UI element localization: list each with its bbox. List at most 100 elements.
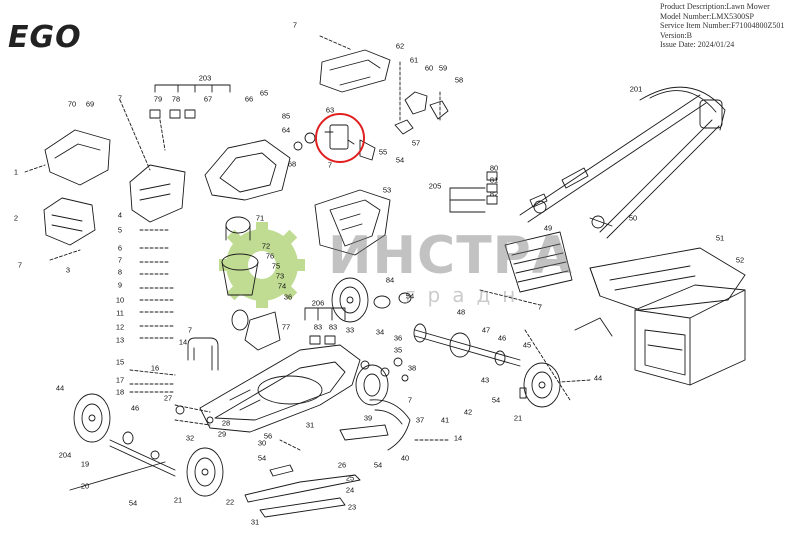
model-number: Model Number:LMX5300SP: [660, 11, 754, 21]
callout-7-4: 7: [292, 20, 298, 30]
handle-assembly: [519, 86, 726, 239]
callout-10: 10: [115, 295, 125, 305]
issue-date: Issue Date: 2024/01/24: [660, 40, 735, 49]
rear-axle: [373, 292, 521, 367]
callout-78: 78: [171, 94, 181, 104]
callout-201: 201: [629, 84, 643, 94]
callout-27: 27: [163, 393, 173, 403]
callout-44-1: 44: [55, 383, 65, 393]
callout-14-1: 14: [178, 337, 188, 347]
side-cover-left: [44, 129, 111, 186]
callout-72: 72: [261, 241, 271, 251]
callout-71: 71: [255, 213, 265, 223]
callout-203: 203: [198, 73, 212, 83]
callout-204: 204: [58, 450, 72, 460]
callout-31-2: 31: [250, 517, 260, 527]
callout-85: 85: [281, 111, 291, 121]
callout-54-6: 54: [257, 453, 267, 463]
callout-6: 6: [117, 243, 123, 253]
callout-17: 17: [115, 375, 125, 385]
callout-73: 73: [275, 271, 285, 281]
callout-36-2: 36: [393, 333, 403, 343]
callout-21-1: 21: [173, 495, 183, 505]
callout-26: 26: [337, 460, 347, 470]
callout-83-1: 83: [313, 322, 323, 332]
watermark-subtitle: градн: [405, 283, 528, 307]
side-cover-mid: [129, 164, 186, 223]
callout-11: 11: [116, 308, 124, 318]
callout-32: 32: [185, 433, 195, 443]
callout-74: 74: [277, 281, 287, 291]
callout-7-1: 7: [117, 93, 123, 103]
callout-76: 76: [265, 251, 275, 261]
callout-34: 34: [375, 327, 385, 337]
callout-51: 51: [715, 233, 725, 243]
callout-50: 50: [628, 213, 638, 223]
mulch-plug: [339, 399, 411, 451]
callout-57: 57: [411, 138, 421, 148]
callout-13: 13: [115, 335, 125, 345]
watermark-title: ИНСТРА: [328, 226, 574, 286]
callout-82: 82: [489, 189, 499, 199]
callout-7-2: 7: [17, 260, 23, 270]
wheel-rear-left: [331, 277, 369, 323]
callout-63: 63: [325, 105, 335, 115]
upper-housing: [314, 189, 391, 256]
callout-28: 28: [221, 418, 231, 428]
callout-24: 24: [345, 485, 355, 495]
height-adjust-handle: [187, 337, 219, 371]
callout-67: 67: [203, 94, 213, 104]
callout-44-2: 44: [593, 373, 603, 383]
callout-7-3: 7: [117, 255, 123, 265]
callout-54-4: 54: [373, 460, 383, 470]
callout-84: 84: [385, 275, 395, 285]
callout-19: 19: [80, 459, 90, 469]
wheel-front-left: [73, 393, 111, 443]
callout-18: 18: [115, 387, 125, 397]
callout-1: 1: [13, 167, 19, 177]
callout-70: 70: [67, 99, 77, 109]
callout-55: 55: [378, 147, 388, 157]
motor-assembly: [221, 216, 281, 351]
callout-15: 15: [115, 357, 125, 367]
callout-40: 40: [400, 453, 410, 463]
grass-bag: [574, 247, 746, 337]
front-axle: [69, 431, 176, 491]
blade: [244, 464, 361, 518]
callout-3: 3: [65, 265, 71, 275]
callout-75: 75: [271, 261, 281, 271]
callout-79: 79: [153, 94, 163, 104]
rear-flap: [504, 231, 573, 293]
callout-7-6: 7: [187, 325, 193, 335]
battery-cover: [319, 49, 391, 93]
callout-54-3: 54: [491, 395, 501, 405]
callout-54-5: 54: [128, 498, 138, 508]
callout-47: 47: [481, 325, 491, 335]
callout-60: 60: [424, 63, 434, 73]
callout-42: 42: [463, 407, 473, 417]
callout-46-1: 46: [497, 333, 507, 343]
callout-52: 52: [735, 255, 745, 265]
ego-logo: EGO: [8, 20, 82, 55]
callout-38: 38: [407, 363, 417, 373]
small-parts: [150, 91, 527, 460]
callout-62: 62: [395, 41, 405, 51]
callout-14-2: 14: [453, 433, 463, 443]
callout-54-2: 54: [395, 155, 405, 165]
highlight-switch-assembly: [315, 113, 365, 163]
wheel-front-right: [186, 447, 224, 497]
callout-7-5: 7: [327, 160, 333, 170]
callout-61: 61: [409, 55, 419, 65]
battery-compartment: [204, 139, 291, 201]
callout-41: 41: [440, 415, 450, 425]
mower-deck: [199, 344, 361, 433]
callout-33: 33: [345, 325, 355, 335]
callout-7-7: 7: [407, 395, 413, 405]
callout-65: 65: [259, 88, 269, 98]
callout-81: 81: [489, 175, 499, 185]
small-boxes: [149, 109, 498, 345]
callout-9: 9: [117, 280, 123, 290]
callout-23: 23: [347, 502, 357, 512]
callout-53: 53: [382, 185, 392, 195]
callout-30: 30: [257, 438, 267, 448]
